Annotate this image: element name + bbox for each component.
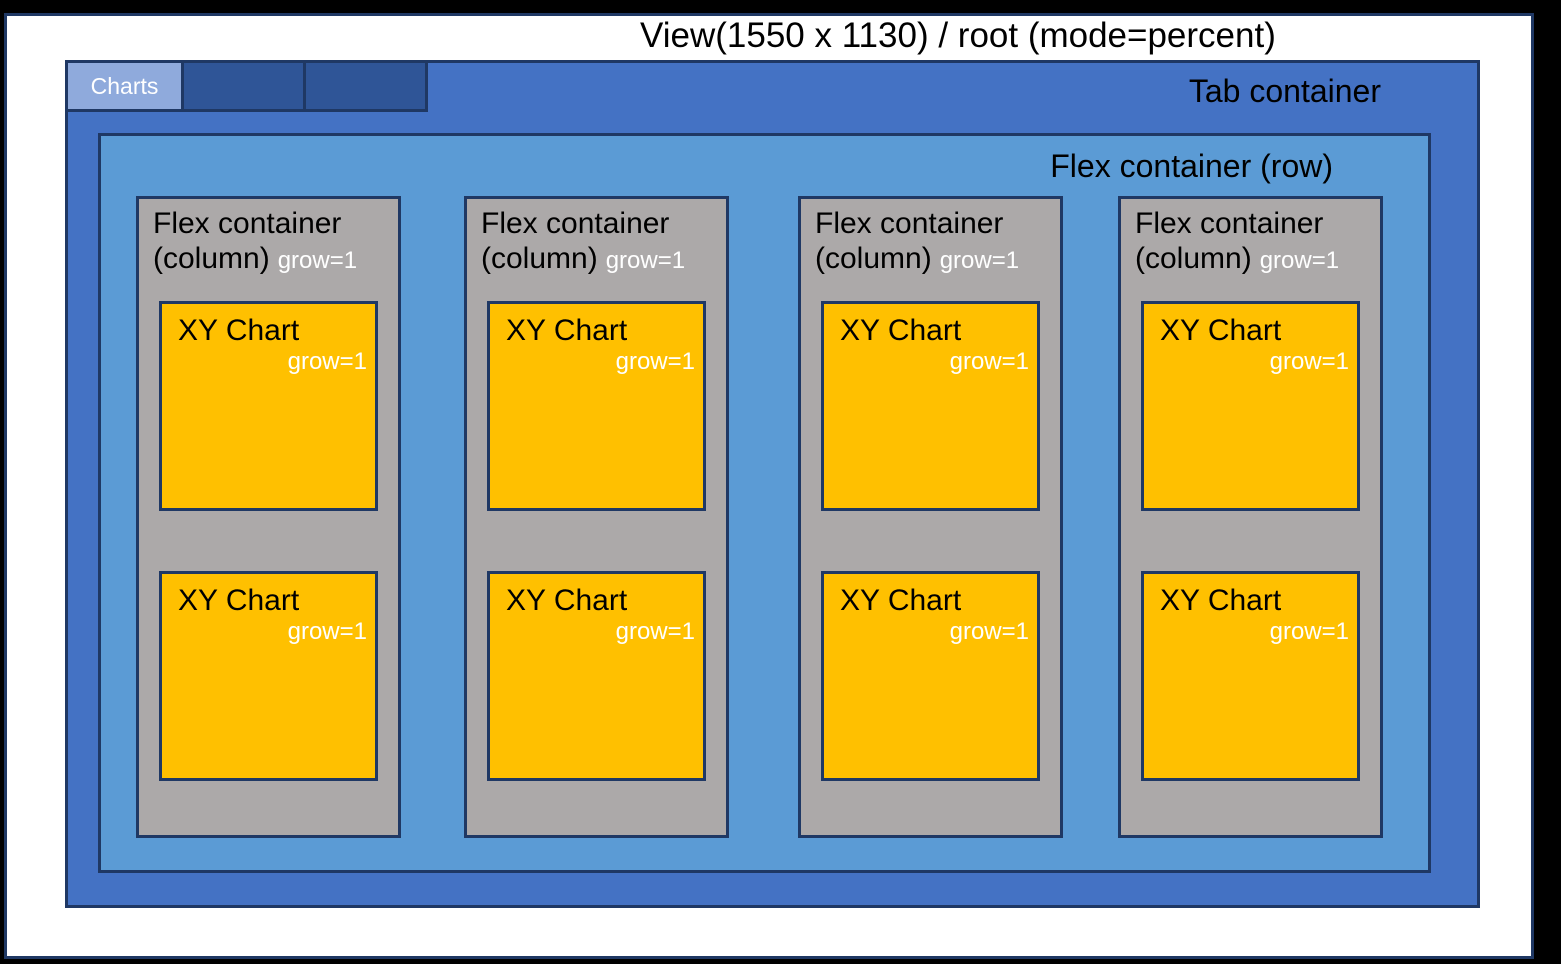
grow-label: grow=1 [949,348,1029,375]
xy-chart-label: XY Chart [840,314,962,347]
flex-column-box-1: Flex container (column)grow=1 XY Chart g… [136,196,401,838]
xy-chart-label: XY Chart [506,314,628,347]
tab-empty-1[interactable] [181,60,306,112]
grow-label: grow=1 [277,246,358,274]
view-root-title: View(1550 x 1130) / root (mode=percent) [640,16,1276,55]
tab-strip: Charts [65,60,428,112]
grow-label: grow=1 [287,348,367,375]
grow-label: grow=1 [939,246,1020,274]
flex-column-box-3: Flex container (column)grow=1 XY Chart g… [798,196,1063,838]
flex-column-box-2: Flex container (column)grow=1 XY Chart g… [464,196,729,838]
tab-empty-2[interactable] [303,60,428,112]
xy-chart-box: XY Chart grow=1 [821,571,1040,781]
diagram-page: View(1550 x 1130) / root (mode=percent) … [4,13,1534,959]
xy-chart-box: XY Chart grow=1 [487,571,706,781]
flex-column-label-line1: Flex container [1135,207,1324,240]
xy-chart-label: XY Chart [1160,584,1282,617]
xy-chart-box: XY Chart grow=1 [1141,301,1360,511]
grow-label: grow=1 [287,618,367,645]
xy-chart-box: XY Chart grow=1 [821,301,1040,511]
tab-charts[interactable]: Charts [65,60,184,112]
xy-chart-label: XY Chart [178,314,300,347]
grow-label: grow=1 [605,246,686,274]
flex-column-label-line2: (column)grow=1 [1135,241,1340,275]
flex-column-label-line1: Flex container [153,207,342,240]
xy-chart-box: XY Chart grow=1 [159,301,378,511]
grow-label: grow=1 [1269,348,1349,375]
flex-column-label-line2: (column)grow=1 [815,241,1020,275]
xy-chart-box: XY Chart grow=1 [487,301,706,511]
flex-column-label-line1: Flex container [481,207,670,240]
flex-row-box: Flex container (row) Flex container (col… [98,133,1431,873]
grow-label: grow=1 [1269,618,1349,645]
flex-row-label: Flex container (row) [1050,148,1333,184]
xy-chart-label: XY Chart [1160,314,1282,347]
xy-chart-label: XY Chart [178,584,300,617]
flex-column-label-line2: (column)grow=1 [153,241,358,275]
grow-label: grow=1 [615,348,695,375]
grow-label: grow=1 [949,618,1029,645]
tab-container-box: Charts Tab container Flex container (row… [65,60,1480,908]
grow-label: grow=1 [1259,246,1340,274]
xy-chart-label: XY Chart [840,584,962,617]
xy-chart-label: XY Chart [506,584,628,617]
xy-chart-box: XY Chart grow=1 [1141,571,1360,781]
grow-label: grow=1 [615,618,695,645]
tab-container-label: Tab container [1188,73,1381,109]
xy-chart-box: XY Chart grow=1 [159,571,378,781]
flex-column-box-4: Flex container (column)grow=1 XY Chart g… [1118,196,1383,838]
flex-column-label-line2: (column)grow=1 [481,241,686,275]
flex-column-label-line1: Flex container [815,207,1004,240]
